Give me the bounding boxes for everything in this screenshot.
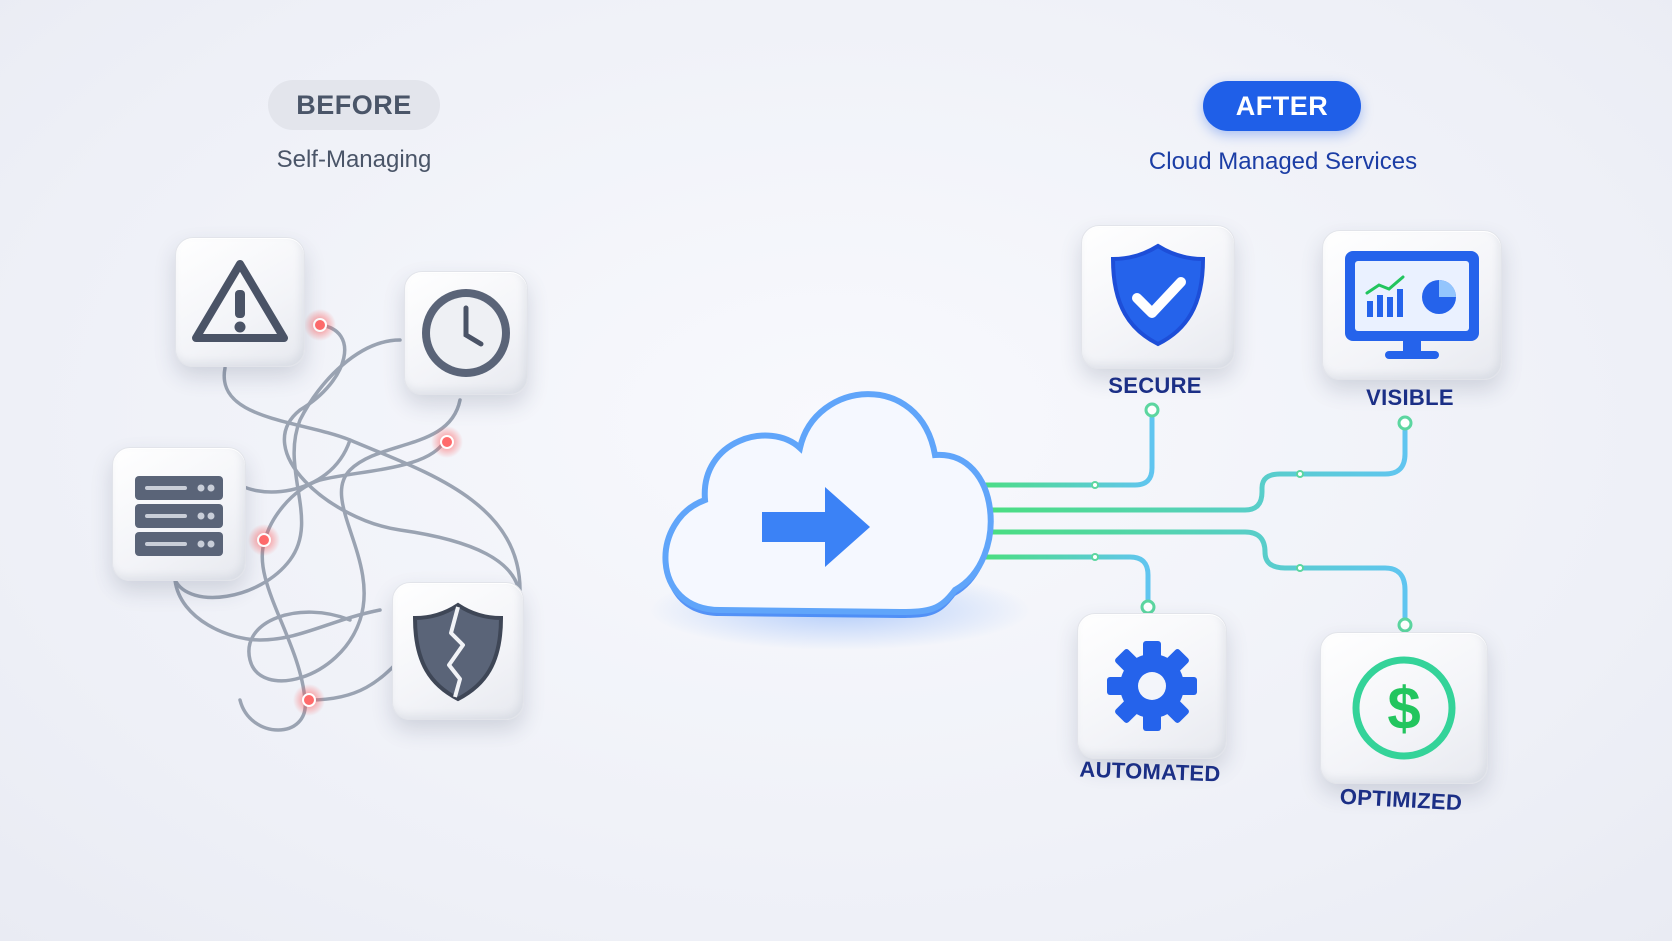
- monitor-dashboard-icon: [1345, 251, 1479, 359]
- visible-tile: [1322, 230, 1502, 380]
- warning-tile: [175, 237, 305, 367]
- secure-tile: [1081, 225, 1235, 369]
- after-subtitle: Cloud Managed Services: [1148, 148, 1418, 175]
- warning-icon: [192, 260, 288, 342]
- after-badge: AFTER: [1203, 81, 1361, 131]
- broken-shield-icon: [412, 602, 504, 702]
- optimized-tile: $: [1320, 632, 1488, 784]
- visible-label: VISIBLE: [1366, 385, 1454, 410]
- fault-points: [248, 309, 463, 716]
- clock-tile: [404, 271, 528, 395]
- svg-text:$: $: [1387, 675, 1420, 742]
- server-icon: [135, 476, 223, 556]
- circuit-lines: [972, 409, 1408, 626]
- automated-tile: [1077, 613, 1227, 759]
- secure-label: SECURE: [1108, 373, 1202, 398]
- gear-icon: [1107, 641, 1197, 731]
- shield-check-icon: [1110, 243, 1206, 347]
- broken-shield-tile: [392, 582, 524, 720]
- clock-icon: [422, 289, 510, 377]
- dollar-icon: $: [1352, 656, 1456, 760]
- before-subtitle: Self-Managing: [276, 146, 432, 173]
- before-badge: BEFORE: [268, 80, 440, 130]
- cloud-arrow-icon: [650, 391, 1030, 650]
- server-tile: [112, 447, 246, 581]
- circuit-nodes: [1091, 402, 1413, 633]
